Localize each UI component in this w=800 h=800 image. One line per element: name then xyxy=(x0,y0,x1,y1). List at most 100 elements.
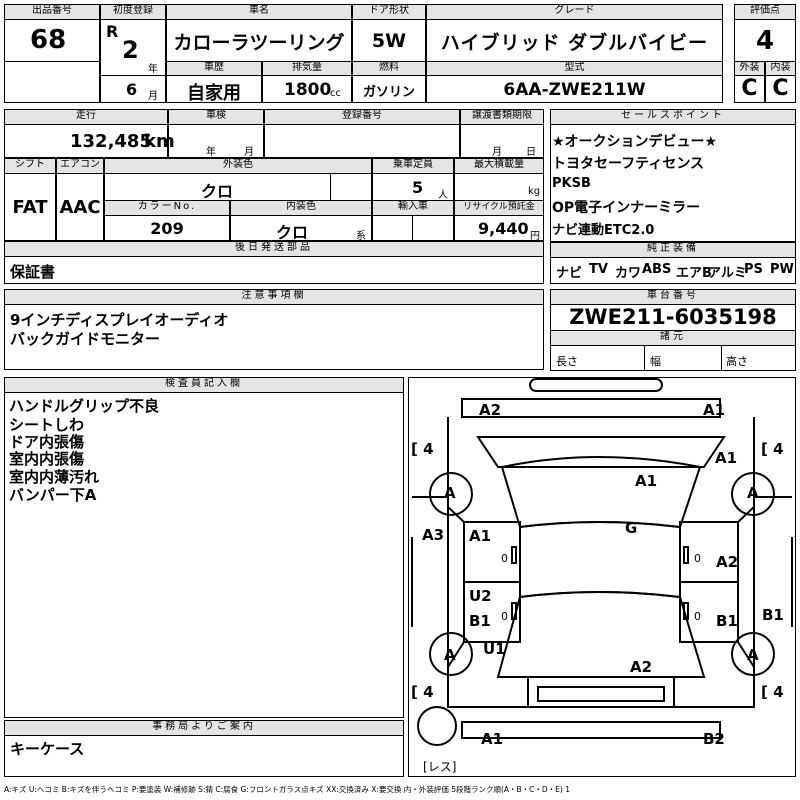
equipment-box xyxy=(550,257,796,284)
zero-left-1: 0 xyxy=(501,552,508,565)
sales-points-box xyxy=(550,124,796,242)
inspector-line-6: バンパー下A xyxy=(9,486,97,504)
sales-point-4: OP電子インナーミラー xyxy=(552,200,701,216)
mark-hood: A1 xyxy=(635,472,658,490)
equip-ps: PS xyxy=(744,262,763,277)
first-reg-header: 初度登録 xyxy=(100,4,166,20)
shift-value: FAT xyxy=(12,197,48,218)
specs-width: 幅 xyxy=(650,355,661,368)
int-grade-header: 内装 xyxy=(765,61,796,76)
equip-alloy: アルミ xyxy=(708,266,747,281)
specs-header: 諸元 xyxy=(550,330,796,346)
capacity-unit: 人 xyxy=(438,190,448,201)
mark-wheel-rl: A xyxy=(444,646,456,664)
inspector-line-4: 室内内張傷 xyxy=(9,450,85,468)
displacement-value: 1800 xyxy=(284,80,332,100)
mark-right-front-door: A2 xyxy=(716,553,739,571)
wheel-fr-icon xyxy=(731,472,775,516)
load-unit: kg xyxy=(528,186,541,197)
color-no-value: 209 xyxy=(150,219,184,238)
inspector-line-1: ハンドルグリップ不良 xyxy=(9,397,160,415)
plate-box xyxy=(264,124,460,158)
mark-wheel-fl: A xyxy=(444,484,456,502)
ext-grade-box xyxy=(734,75,765,103)
color-no-header: カラーNo. xyxy=(104,200,230,216)
int-color-value: クロ xyxy=(275,223,308,242)
doors-header: ドア形状 xyxy=(352,4,426,20)
first-reg-month-unit: 月 xyxy=(148,91,158,102)
wheel-rl-icon xyxy=(429,632,473,676)
first-reg-era: R xyxy=(106,22,119,41)
color-no-box xyxy=(104,215,230,241)
sales-point-5: ナビ連動ETC2.0 xyxy=(552,223,655,238)
tire-fr-tread: [ 4 xyxy=(761,440,784,458)
mark-left-rear-fender: U1 xyxy=(483,640,506,658)
specs-box xyxy=(550,345,796,371)
notes-header: 注意事項欄 xyxy=(4,289,544,305)
recycle-header: リサイクル預託金 xyxy=(454,200,544,216)
inspector-header: 検査員記入欄 xyxy=(4,377,404,393)
model-header: 型式 xyxy=(426,61,723,76)
notes-line-1: 9インチディスプレイオーディオ xyxy=(10,311,229,329)
recycle-unit: 円 xyxy=(530,231,540,242)
int-grade-value: C xyxy=(772,76,789,101)
recycle-box xyxy=(454,215,544,241)
sales-point-2: トヨタセーフティセンス xyxy=(552,156,705,172)
lot-header: 出品番号 xyxy=(4,4,100,20)
wheel-fl-icon xyxy=(429,472,473,516)
mark-front-bumper-right: A1 xyxy=(703,401,726,419)
inspection-box xyxy=(168,124,264,158)
inspection-header: 車検 xyxy=(168,109,264,125)
import-box xyxy=(372,215,454,241)
tire-rl-tread: [ 4 xyxy=(411,683,434,701)
inspector-line-3: ドア内張傷 xyxy=(9,433,85,451)
mileage-value: 132,485 xyxy=(70,131,152,152)
first-reg-year-unit: 年 xyxy=(148,64,158,75)
mileage-box xyxy=(4,124,168,158)
chassis-value: ZWE211-6035198 xyxy=(569,305,777,329)
ext-color-value: クロ xyxy=(200,182,233,201)
car-outline xyxy=(411,378,793,739)
recycle-value: 9,440 xyxy=(478,219,529,238)
first-reg-divider xyxy=(100,75,166,76)
import-header: 輸入車 xyxy=(372,200,454,216)
office-value: キーケース xyxy=(10,740,85,758)
tire-fl-tread: [ 4 xyxy=(411,440,434,458)
displacement-unit: cc xyxy=(330,88,341,99)
zero-right-2: 0 xyxy=(694,610,701,623)
history-value: 自家用 xyxy=(187,83,241,104)
inspection-month-unit: 月 xyxy=(244,147,254,158)
legend: A:キズ U:ヘコミ B:キズを伴うヘコミ P:要塗装 W:補修跡 S:錆 C:… xyxy=(4,785,571,794)
mark-right-rear-fender: B1 xyxy=(762,606,784,624)
mark-right-rear-door: B1 xyxy=(716,612,738,630)
score-value: 4 xyxy=(755,26,775,56)
plate-header: 登録番号 xyxy=(264,109,460,125)
ext-color-header: 外装色 xyxy=(104,158,372,174)
shift-header: シフト xyxy=(4,158,56,174)
grade-value: ハイブリッド ダブルバイビー xyxy=(440,32,709,54)
mark-left-rear-door-b: B1 xyxy=(469,612,491,630)
spare-label: [レス] xyxy=(423,760,457,774)
ext-grade-header: 外装 xyxy=(734,61,765,76)
mark-trunk: A2 xyxy=(630,658,653,676)
later-parts-header: 後日発送部品 xyxy=(4,241,544,257)
aircon-header: エアコン xyxy=(56,158,104,174)
mark-right-front-fender: A1 xyxy=(715,449,738,467)
spare-wheel-icon xyxy=(417,706,457,746)
displacement-header: 排気量 xyxy=(262,61,352,76)
transfer-month-unit: 月 xyxy=(492,147,502,158)
later-parts-value: 保証書 xyxy=(10,263,56,281)
car-name-header: 車名 xyxy=(166,4,352,20)
transfer-box xyxy=(460,124,544,158)
specs-height: 高さ xyxy=(726,355,748,368)
equipment-header: 純正装備 xyxy=(550,242,796,258)
capacity-header: 乗車定員 xyxy=(372,158,454,174)
int-grade-box xyxy=(765,75,796,103)
fuel-box xyxy=(352,75,426,103)
mark-wheel-fr: A xyxy=(747,484,759,502)
sales-point-3: PKSB xyxy=(552,176,591,191)
grade-header: グレード xyxy=(426,4,723,20)
sales-point-1: ★オークションデビュー★ xyxy=(552,134,718,150)
damage-diagram: A2 A1 A1 A1 G A A A A A3 A1 U2 B1 U1 A2 … xyxy=(408,377,796,777)
mark-left-rear-door-a: U2 xyxy=(469,587,492,605)
